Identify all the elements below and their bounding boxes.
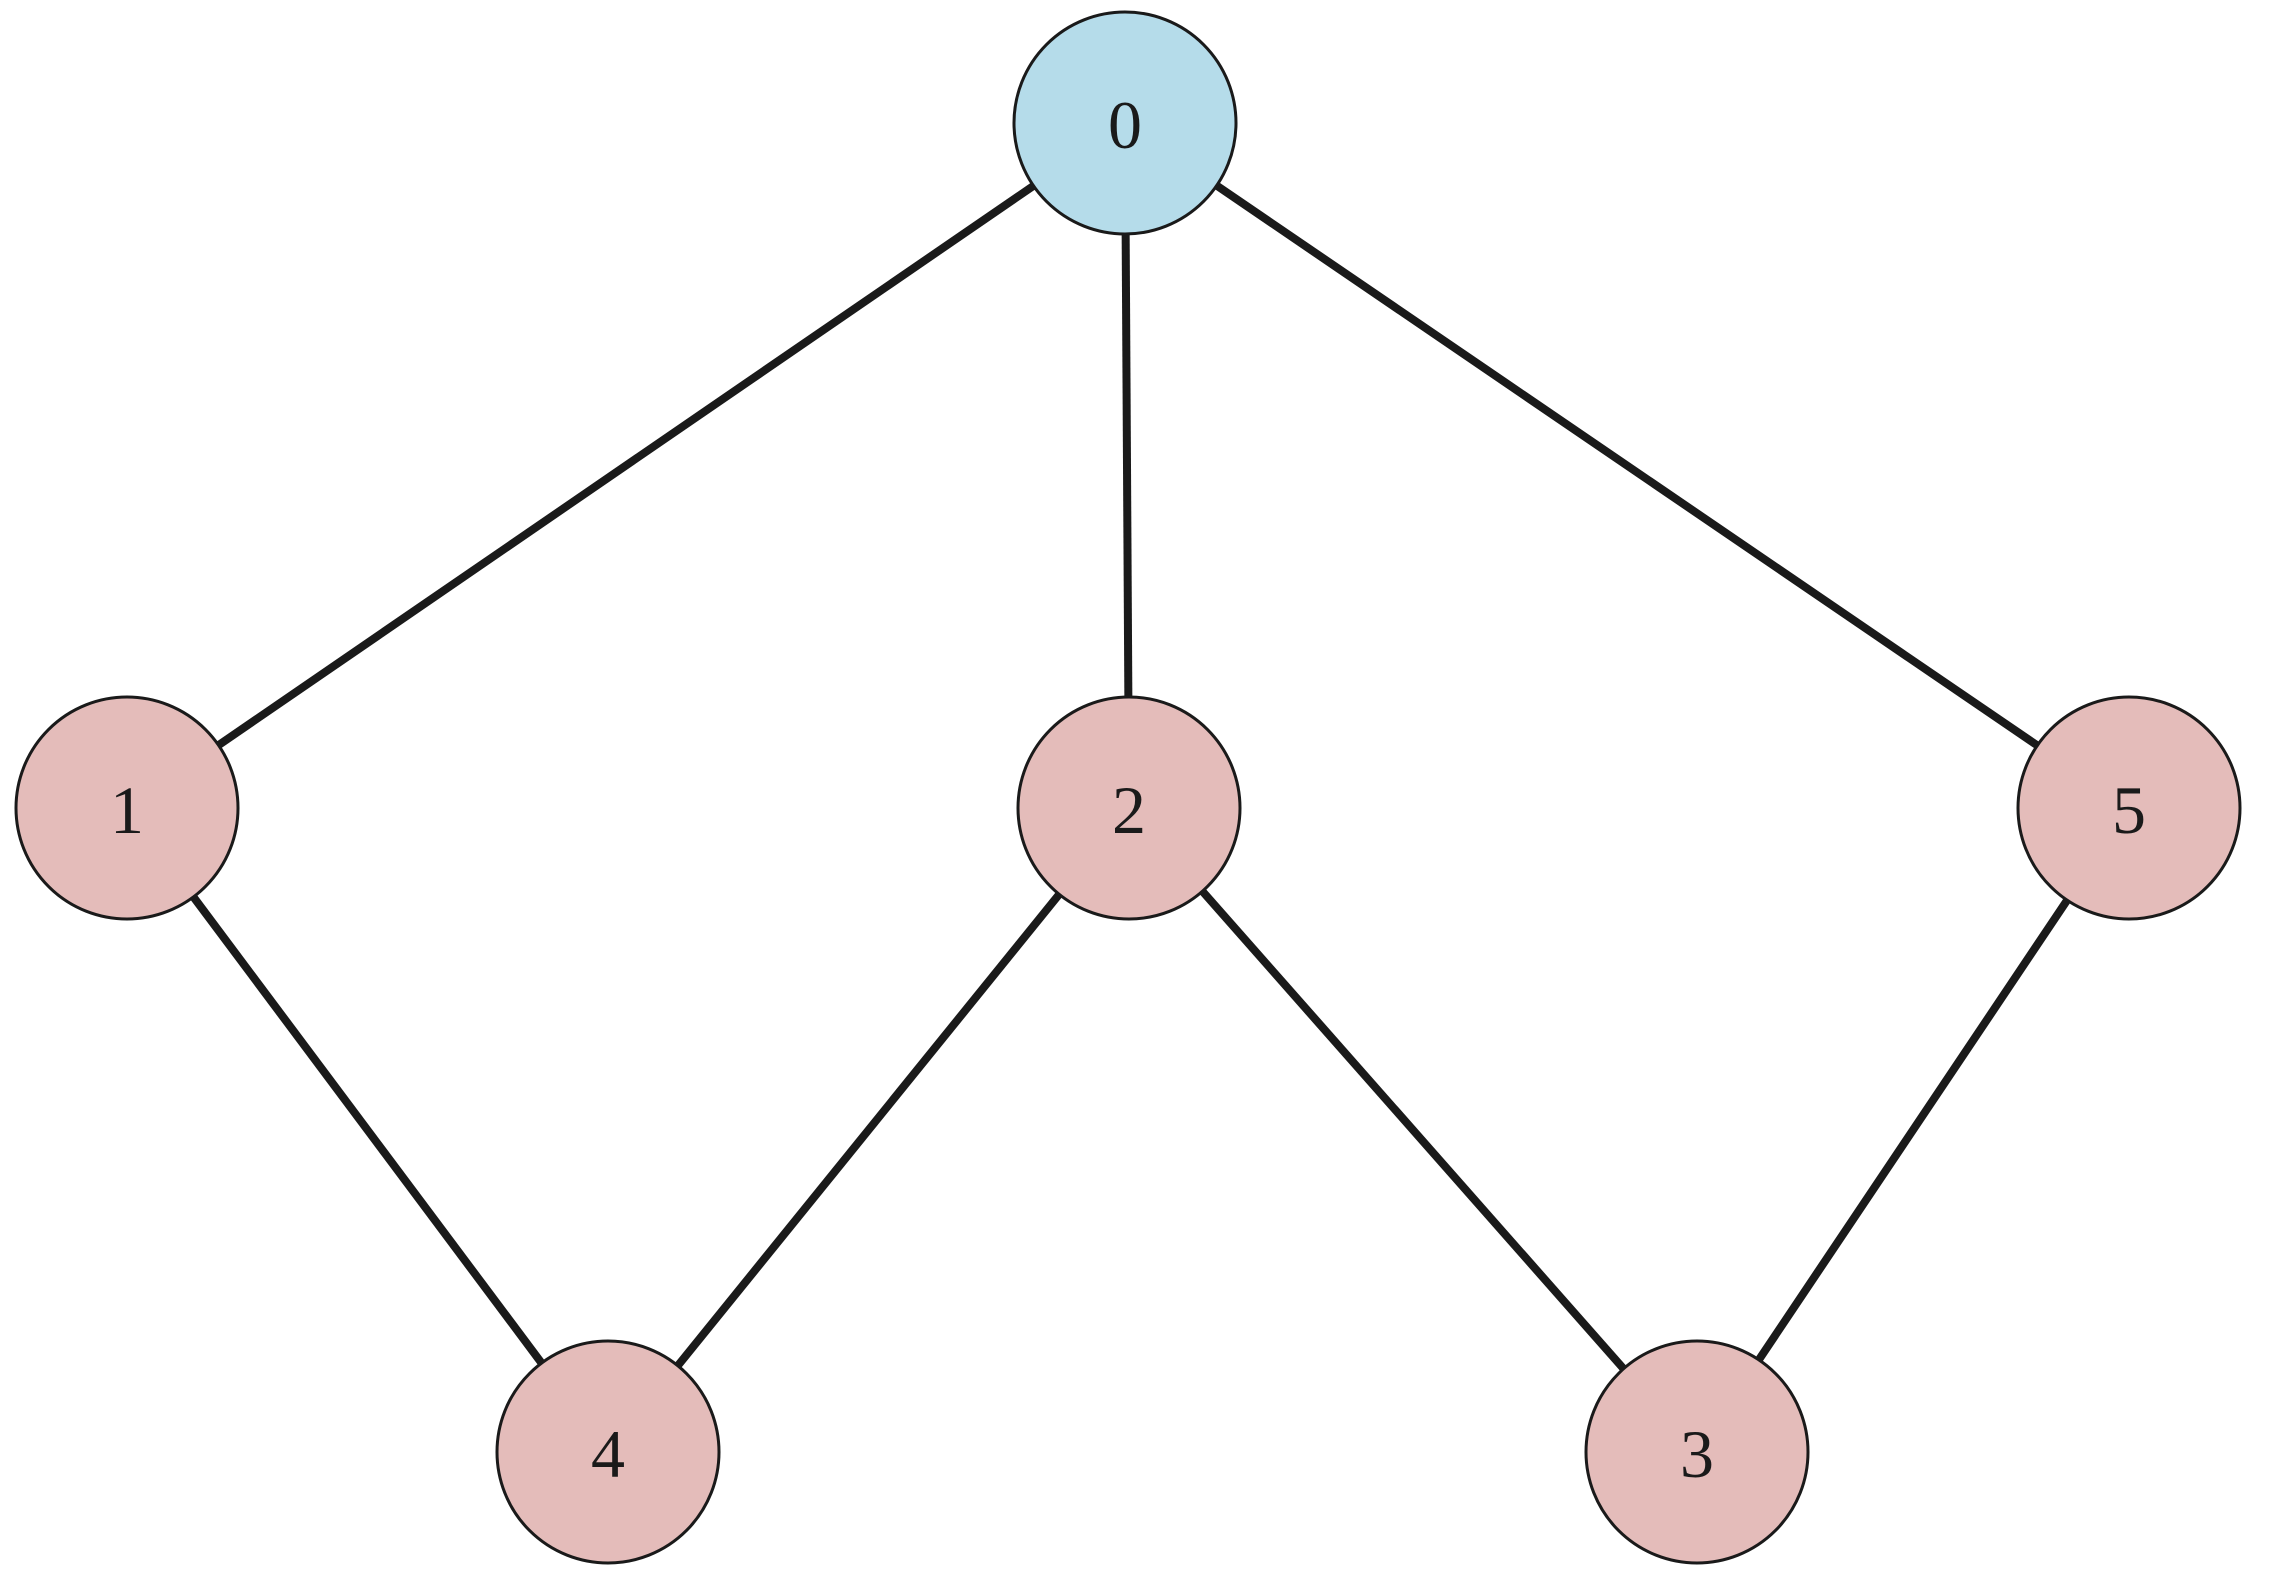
graph-edge-2-4: [673, 890, 1064, 1370]
edge-layer: [189, 181, 2072, 1373]
graph-edge-2-3: [1198, 887, 1628, 1373]
graph-node-0[interactable]: 0: [1012, 10, 1238, 236]
graph-node-2[interactable]: 2: [1016, 695, 1242, 921]
graph-node-circle-1[interactable]: [14, 695, 240, 921]
graph-edge-3-5: [1754, 896, 2072, 1364]
graph-node-4[interactable]: 4: [495, 1339, 721, 1565]
graph-node-circle-0[interactable]: [1012, 10, 1238, 236]
graph-node-circle-5[interactable]: [2016, 695, 2242, 921]
graph-node-5[interactable]: 5: [2016, 695, 2242, 921]
graph-node-circle-2[interactable]: [1016, 695, 1242, 921]
graph-node-label-5: 5: [2112, 772, 2146, 848]
graph-node-circle-3[interactable]: [1584, 1339, 1810, 1565]
node-layer: 0 1 2 5 4 3: [14, 10, 2242, 1565]
graph-node-label-1: 1: [110, 772, 144, 848]
graph-node-circle-4[interactable]: [495, 1339, 721, 1565]
graph-node-label-2: 2: [1112, 772, 1146, 848]
graph-node-label-4: 4: [591, 1416, 625, 1492]
graph-edge-0-2: [1121, 231, 1133, 700]
graph-node-label-0: 0: [1108, 87, 1142, 163]
graph-edge-0-1: [214, 181, 1038, 750]
graph-node-label-3: 3: [1680, 1416, 1714, 1492]
graph-edge-1-4: [189, 892, 546, 1368]
graph-node-3[interactable]: 3: [1584, 1339, 1810, 1565]
graph-edge-0-5: [1212, 181, 2042, 750]
graph-node-1[interactable]: 1: [14, 695, 240, 921]
